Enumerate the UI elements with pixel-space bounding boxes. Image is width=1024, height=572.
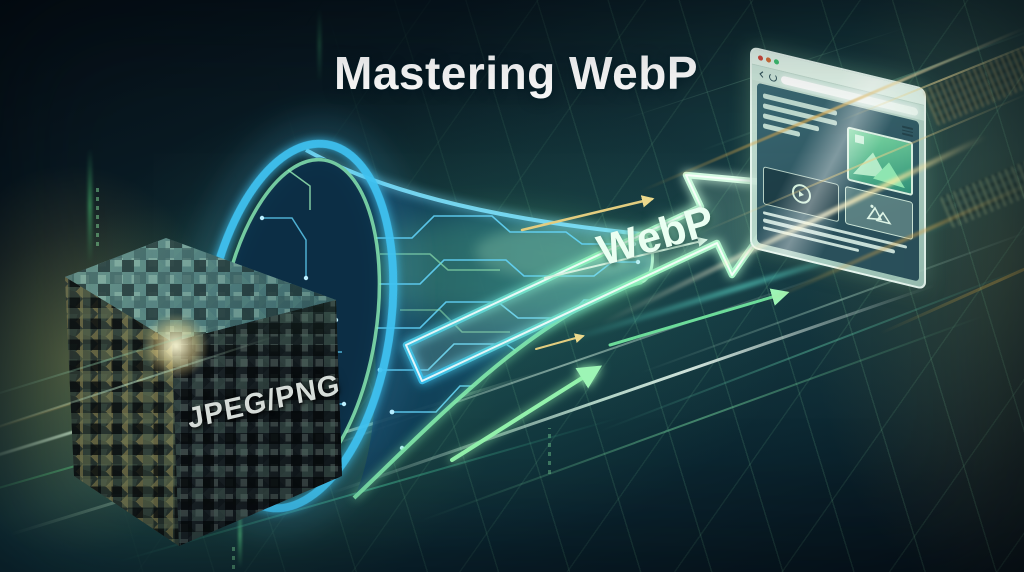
image-outline-icon [866, 204, 892, 225]
menu-icon [902, 123, 913, 138]
text-skeleton [763, 90, 843, 179]
maximize-dot-icon [774, 58, 779, 65]
jpeg-png-cube: JPEG/PNG [38, 224, 358, 554]
minimize-dot-icon [766, 56, 771, 64]
back-arrow-icon [759, 71, 764, 78]
play-icon [791, 182, 811, 206]
refresh-icon [769, 72, 777, 82]
corner-glint [130, 300, 222, 392]
image-placeholder-icon [853, 133, 905, 188]
page-title: Mastering WebP [334, 47, 698, 99]
close-dot-icon [758, 54, 763, 62]
thumbnail-card [845, 185, 913, 240]
browser-window-mockup [750, 46, 926, 291]
